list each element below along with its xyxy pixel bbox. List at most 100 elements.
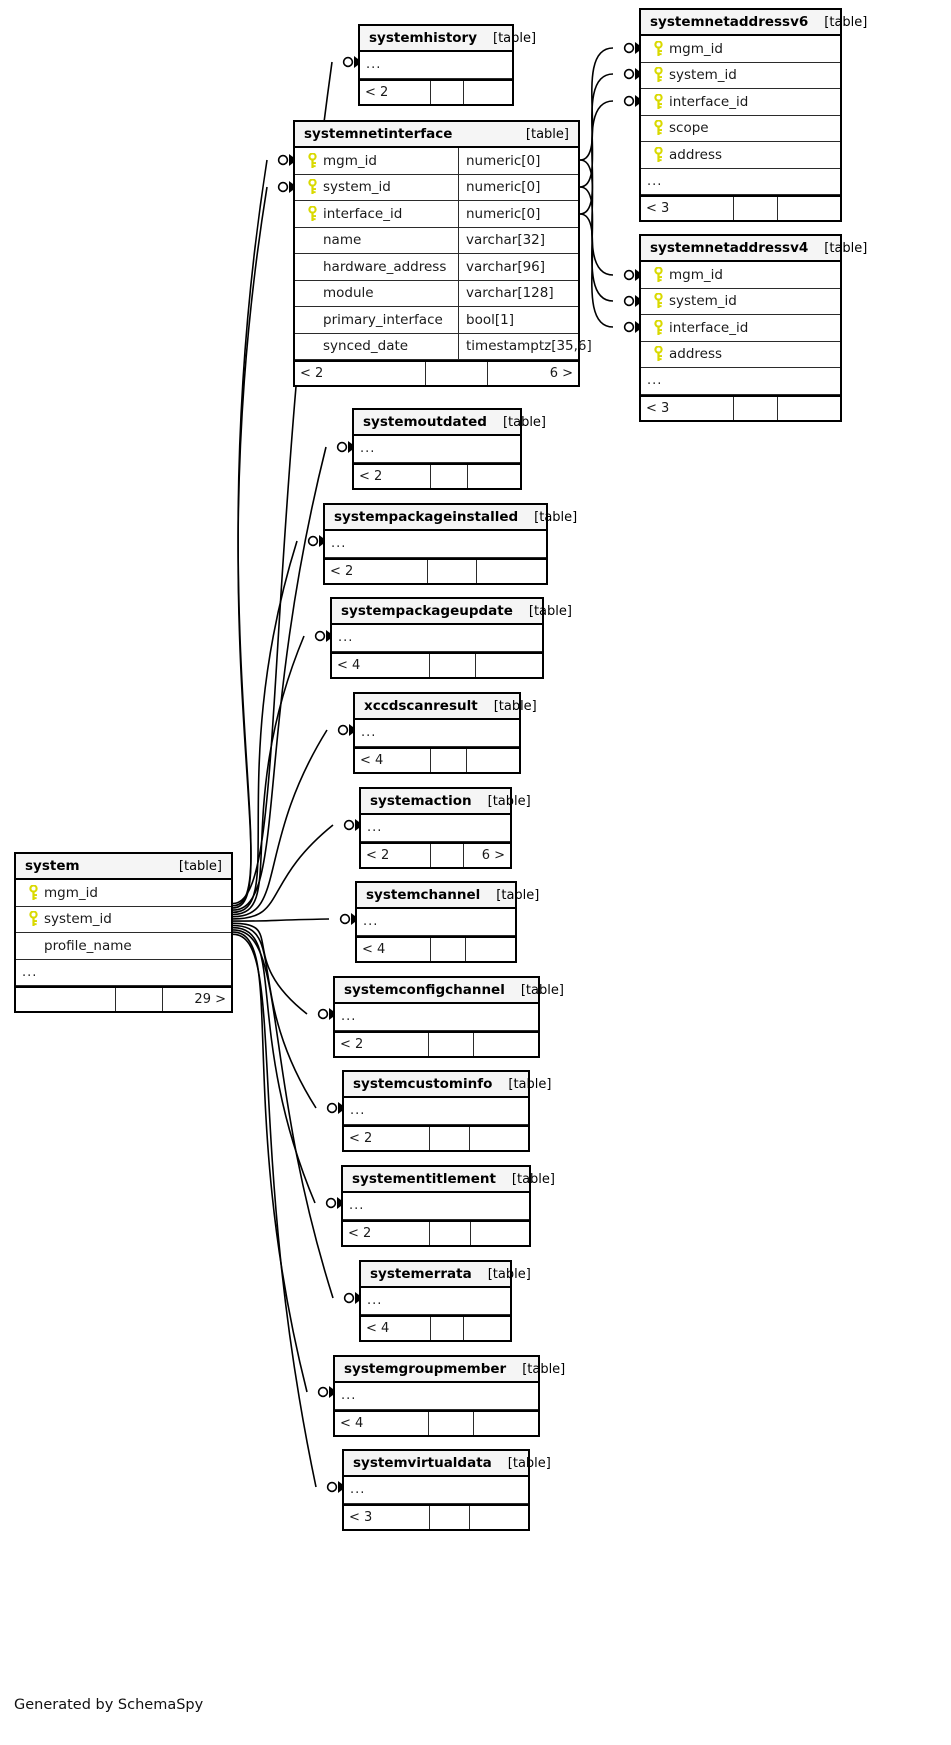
ellipsis-label: ...: [349, 1198, 365, 1214]
table-systemerrata[interactable]: systemerrata[table]...< 4: [359, 1260, 531, 1342]
ellipsis-label: ...: [331, 536, 347, 552]
table-xccdscanresult[interactable]: xccdscanresult[table]...< 4: [353, 692, 537, 774]
table-name: systemnetinterface: [304, 126, 453, 142]
edge-system-to-systemoutdated: [232, 446, 327, 911]
footer-right: [466, 748, 519, 772]
table-systemcustominfo[interactable]: systemcustominfo [table]... < 2: [342, 1070, 551, 1152]
table-row[interactable]: interface_id: [641, 315, 840, 342]
table-footer-systemvirtualdata: < 3: [344, 1503, 528, 1529]
table-row[interactable]: interface_id: [641, 89, 840, 116]
column-type: timestamptz[35,6]: [458, 333, 592, 359]
edge-system-to-systemvirtualdata: [232, 933, 317, 1488]
table-tag: [table]: [508, 1076, 552, 1092]
table-header-systemnetaddressv4: systemnetaddressv4[table]: [641, 236, 867, 262]
table-footer-systemnetaddressv4: < 3: [641, 394, 840, 420]
footer-middle: [428, 1032, 473, 1056]
footer-right: [470, 1221, 529, 1245]
column-name-cell: address: [641, 342, 840, 368]
ellipsis-label: ...: [350, 1482, 366, 1498]
table-row[interactable]: system_id: [641, 63, 840, 89]
table-row[interactable]: synced_date timestamptz[35,6]: [295, 333, 592, 360]
table-more-rows: ...: [332, 625, 542, 652]
footer-right: [463, 1316, 510, 1340]
table-row[interactable]: system_id: [641, 289, 840, 315]
table-tag: [table]: [493, 698, 537, 714]
footer-left: < 2: [349, 1130, 373, 1146]
column-label: profile_name: [44, 937, 132, 954]
ellipsis-label: ...: [341, 1388, 357, 1404]
table-more-rows: ...: [361, 1288, 510, 1315]
ellipsis-label: ...: [361, 725, 377, 741]
footer-left: < 2: [359, 468, 383, 484]
table-footer-systemchannel: < 4: [357, 935, 515, 961]
ellipsis-label: ...: [366, 57, 382, 73]
table-systementitlement[interactable]: systementitlement[table]... < 2: [341, 1165, 555, 1247]
table-row[interactable]: system_id: [16, 907, 231, 933]
edge-systemnetinterface-to-v6-interface_id: [579, 100, 614, 215]
edge-system-to-xccdscanresult: [232, 729, 328, 918]
footer-left: < 2: [365, 84, 389, 100]
table-header-systementitlement: systementitlement[table]: [343, 1167, 555, 1193]
table-more-rows: ...: [357, 909, 515, 936]
ellipsis-label: ...: [350, 1103, 366, 1119]
primary-key-icon: [647, 319, 669, 336]
table-systempackageinstalled[interactable]: systempackageinstalled[table]...< 2: [323, 503, 577, 585]
table-systemconfigchannel[interactable]: systemconfigchannel[table]...< 2: [333, 976, 564, 1058]
column-type: varchar[128]: [458, 280, 578, 306]
column-label: synced_date: [323, 338, 409, 355]
column-name-cell: interface_id: [641, 315, 840, 341]
table-row[interactable]: address: [641, 342, 840, 368]
table-row[interactable]: mgm_id: [641, 36, 840, 63]
primary-key-icon: [647, 346, 669, 362]
column-label: primary_interface: [323, 311, 443, 328]
footer-right: [476, 559, 546, 583]
table-systempackageupdate[interactable]: systempackageupdate[table]...< 4: [330, 597, 572, 679]
footer-middle: [733, 197, 777, 220]
table-row[interactable]: scope: [641, 116, 840, 142]
column-name-cell: name: [295, 228, 458, 254]
table-footer-systemgroupmember: < 4: [335, 1409, 538, 1435]
table-systemgroupmember[interactable]: systemgroupmember[table]...< 4: [333, 1355, 565, 1437]
primary-key-icon: [647, 146, 669, 163]
table-row[interactable]: mgm_id: [16, 880, 231, 907]
edge-system-to-systemaction: [232, 824, 334, 920]
ellipsis-label: ...: [363, 914, 379, 930]
table-more-rows: ...: [360, 52, 512, 79]
table-tag: [table]: [487, 793, 531, 809]
table-row[interactable]: profile_name: [16, 933, 231, 960]
footer-left: < 2: [348, 1225, 372, 1241]
column-label: interface_id: [323, 205, 403, 222]
table-systemvirtualdata[interactable]: systemvirtualdata[table]...< 3: [342, 1449, 551, 1531]
column-type: varchar[96]: [458, 254, 578, 280]
primary-key-icon: [301, 179, 323, 195]
table-row[interactable]: address: [641, 142, 840, 169]
primary-key-icon: [647, 266, 669, 283]
footer-right: [777, 396, 840, 420]
table-systemchannel[interactable]: systemchannel[table]...< 4: [355, 881, 539, 963]
footer-middle: [430, 843, 463, 867]
table-systemhistory[interactable]: systemhistory[table]...< 2: [358, 24, 536, 106]
column-label: mgm_id: [44, 884, 98, 901]
footer-right: [777, 197, 840, 220]
edge-systemnetinterface-to-v4-interface_id: [579, 213, 614, 328]
table-more-rows: ...: [325, 531, 546, 558]
table-row[interactable]: mgm_id: [641, 262, 840, 289]
table-more-rows: ...: [354, 436, 520, 463]
column-name-cell: mgm_id: [641, 262, 840, 288]
table-tag: [table]: [493, 30, 537, 46]
table-name: systemcustominfo: [353, 1076, 493, 1092]
table-systemoutdated[interactable]: systemoutdated[table]...< 2: [352, 408, 546, 490]
